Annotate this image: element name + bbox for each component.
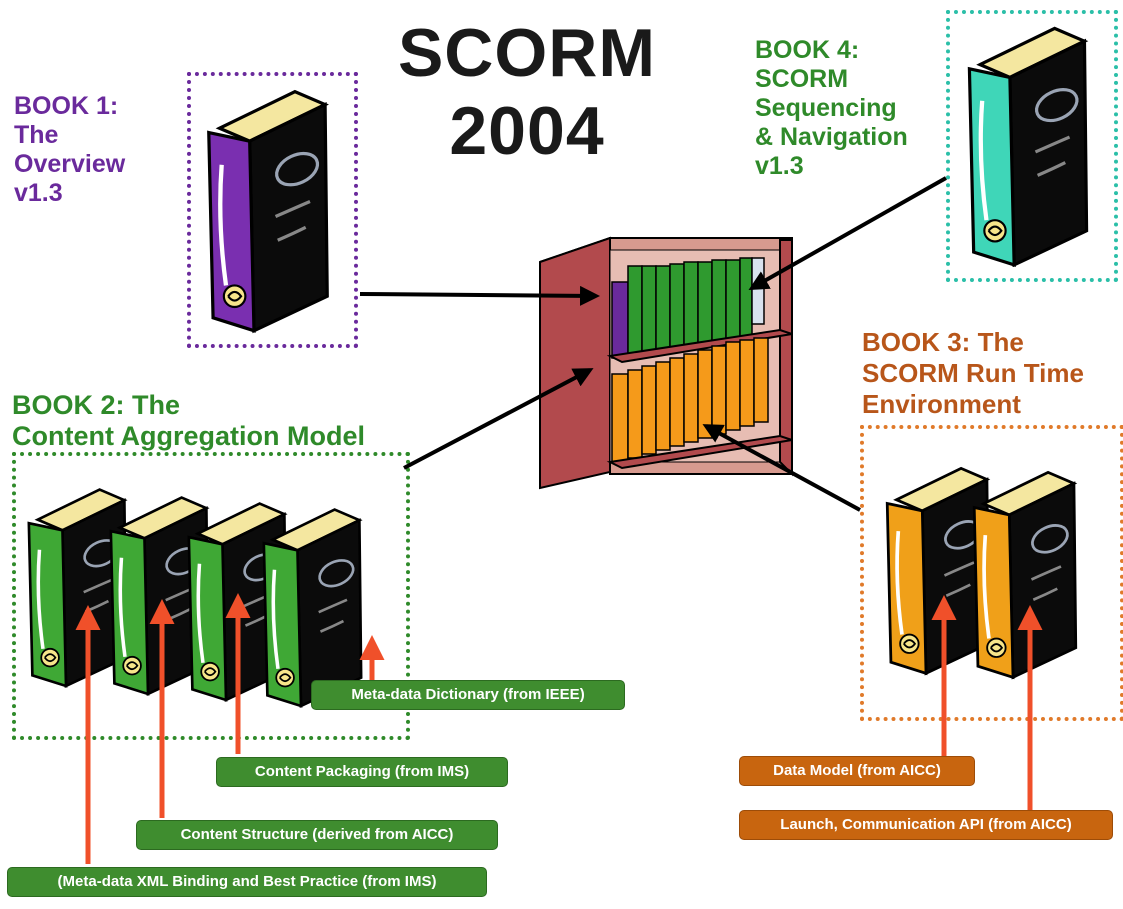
bookcase-icon	[539, 236, 793, 490]
book2-heading-line: BOOK 2: The	[12, 390, 181, 420]
book1-heading-line: v1.3	[14, 179, 63, 207]
book1-heading-line: BOOK 1:	[14, 92, 119, 120]
book4-heading-line: SCORM	[755, 65, 849, 93]
book2-box	[12, 452, 410, 740]
book1-box	[187, 72, 358, 348]
book4-icon	[969, 28, 1086, 264]
book3-heading-line: BOOK 3: The	[862, 327, 1024, 357]
diagram-title: SCORM 2004	[372, 14, 682, 170]
label-metadata-xml: (Meta-data XML Binding and Best Practice…	[7, 867, 487, 897]
book2-heading-line: Content Aggregation Model	[12, 421, 365, 451]
label-data-model: Data Model (from AICC)	[739, 756, 975, 786]
book4-heading-line: & Navigation	[755, 123, 908, 151]
label-launch-api: Launch, Communication API (from AICC)	[739, 810, 1113, 840]
book4-box	[946, 10, 1118, 282]
book2-icon-4	[264, 510, 361, 706]
book3-icon-1	[887, 468, 989, 673]
book4-heading-line: v1.3	[755, 152, 804, 180]
book4-heading-line: BOOK 4:	[755, 36, 860, 64]
book3-icon-2	[974, 472, 1076, 677]
book3-box	[860, 425, 1123, 721]
book1-heading-line: The	[14, 121, 59, 149]
label-metadata-dictionary: Meta-data Dictionary (from IEEE)	[311, 680, 625, 710]
arrow-book4	[748, 176, 947, 290]
label-content-structure: Content Structure (derived from AICC)	[136, 820, 498, 850]
book1-heading-line: Overview	[14, 150, 126, 178]
label-content-packaging: Content Packaging (from IMS)	[216, 757, 508, 787]
book4-heading: BOOK 4: SCORM Sequencing & Navigation v1…	[755, 36, 908, 181]
title-line-2: 2004	[449, 93, 605, 169]
book1-icon	[209, 92, 327, 331]
arrow-book2	[403, 368, 594, 470]
title-line-1: SCORM	[397, 15, 657, 91]
book3-heading-line: SCORM Run Time	[862, 358, 1084, 388]
book3-heading-line: Environment	[862, 389, 1021, 419]
book2-heading: BOOK 2: The Content Aggregation Model	[12, 390, 365, 452]
arrow-book1	[359, 285, 600, 306]
book3-heading: BOOK 3: The SCORM Run Time Environment	[862, 327, 1084, 420]
book1-heading: BOOK 1: The Overview v1.3	[14, 92, 125, 208]
arrow-book3	[702, 424, 861, 512]
book4-heading-line: Sequencing	[755, 94, 897, 122]
